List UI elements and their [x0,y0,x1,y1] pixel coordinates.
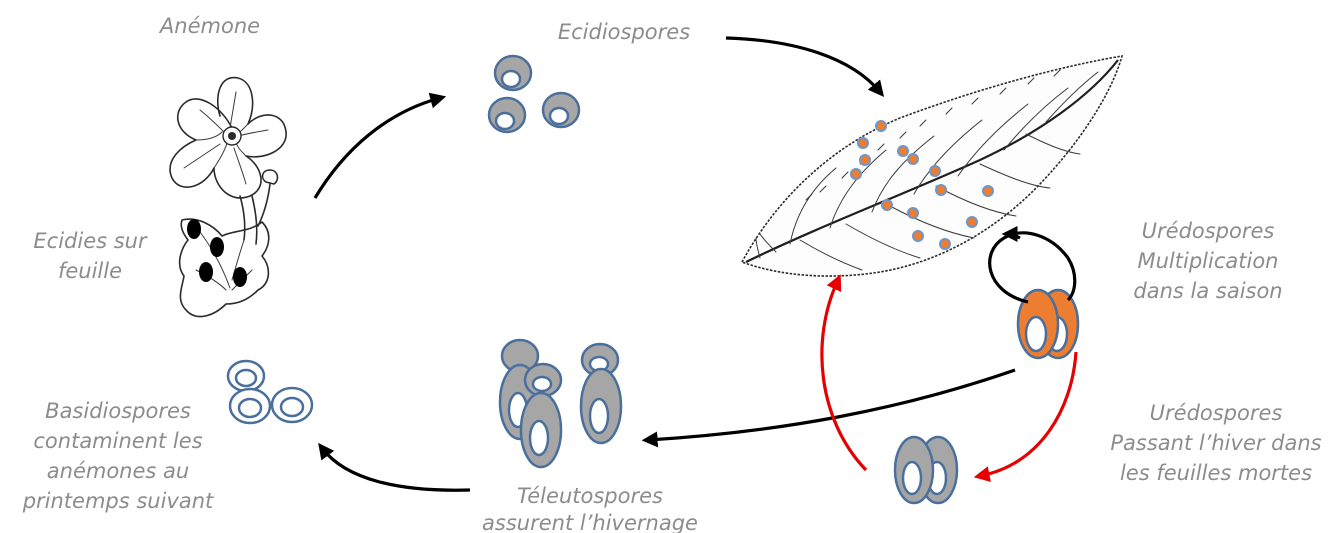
infected-leaf-icon [742,56,1122,276]
arrow-plant-to-ecidiospores [315,98,440,198]
label-anemone: Anémone [158,14,260,38]
ecidiospore-icon [543,93,579,127]
arrow-uredo-to-winter [980,352,1076,476]
uredospore-icon [895,437,933,503]
anemone-plant-icon [170,78,286,317]
svg-text:assurent l’hivernage: assurent l’hivernage [482,511,698,533]
arrow-teleuto-to-basidio [322,448,470,490]
svg-text:Multiplication: Multiplication [1138,249,1279,273]
svg-text:Ecidies sur: Ecidies sur [33,229,148,253]
svg-text:anémones au: anémones au [47,459,189,483]
svg-text:Passant l’hiver dans: Passant l’hiver dans [1110,431,1321,455]
basidiospore-icon [230,389,270,423]
svg-text:Téleutospores: Téleutospores [517,484,663,508]
label-ecidies-sur-feuille: Ecidies sur feuille [33,229,148,283]
uredospores-winter [895,437,957,503]
teleutospores-cluster [500,340,621,467]
arrow-winter-to-leaf [822,280,866,470]
svg-text:les feuilles mortes: les feuilles mortes [1120,461,1312,485]
basidiospores-cluster [228,361,312,423]
ecidiospore-icon [495,56,531,90]
label-teleutospores: Téleutospores assurent l’hivernage [482,484,698,533]
basidiospore-icon [228,361,264,391]
svg-text:printemps suivant: printemps suivant [22,489,214,513]
svg-text:dans la saison: dans la saison [1133,279,1282,303]
teleutospore-icon [581,344,621,443]
label-uredospores-hiver: Urédospores Passant l’hiver dans les feu… [1110,401,1321,485]
teleutospore-icon [521,364,561,467]
svg-text:Urédospores: Urédospores [1150,401,1283,425]
label-ecidiospores: Ecidiospores [558,20,690,44]
arrow-uredo-to-teleuto [648,370,1015,440]
svg-text:Urédospores: Urédospores [1142,219,1275,243]
arrow-ecidiospores-to-leaf [726,38,880,92]
label-basidiospores: Basidiospores contaminent les anémones a… [22,399,214,513]
ecidiospore-icon [489,98,525,132]
svg-text:Basidiospores: Basidiospores [45,399,191,423]
label-uredospores-multiplication: Urédospores Multiplication dans la saiso… [1133,219,1282,303]
ecidiospores-cluster [489,56,579,132]
basidiospore-icon [272,388,312,422]
svg-text:feuille: feuille [58,259,122,283]
svg-text:contaminent les: contaminent les [33,429,202,453]
